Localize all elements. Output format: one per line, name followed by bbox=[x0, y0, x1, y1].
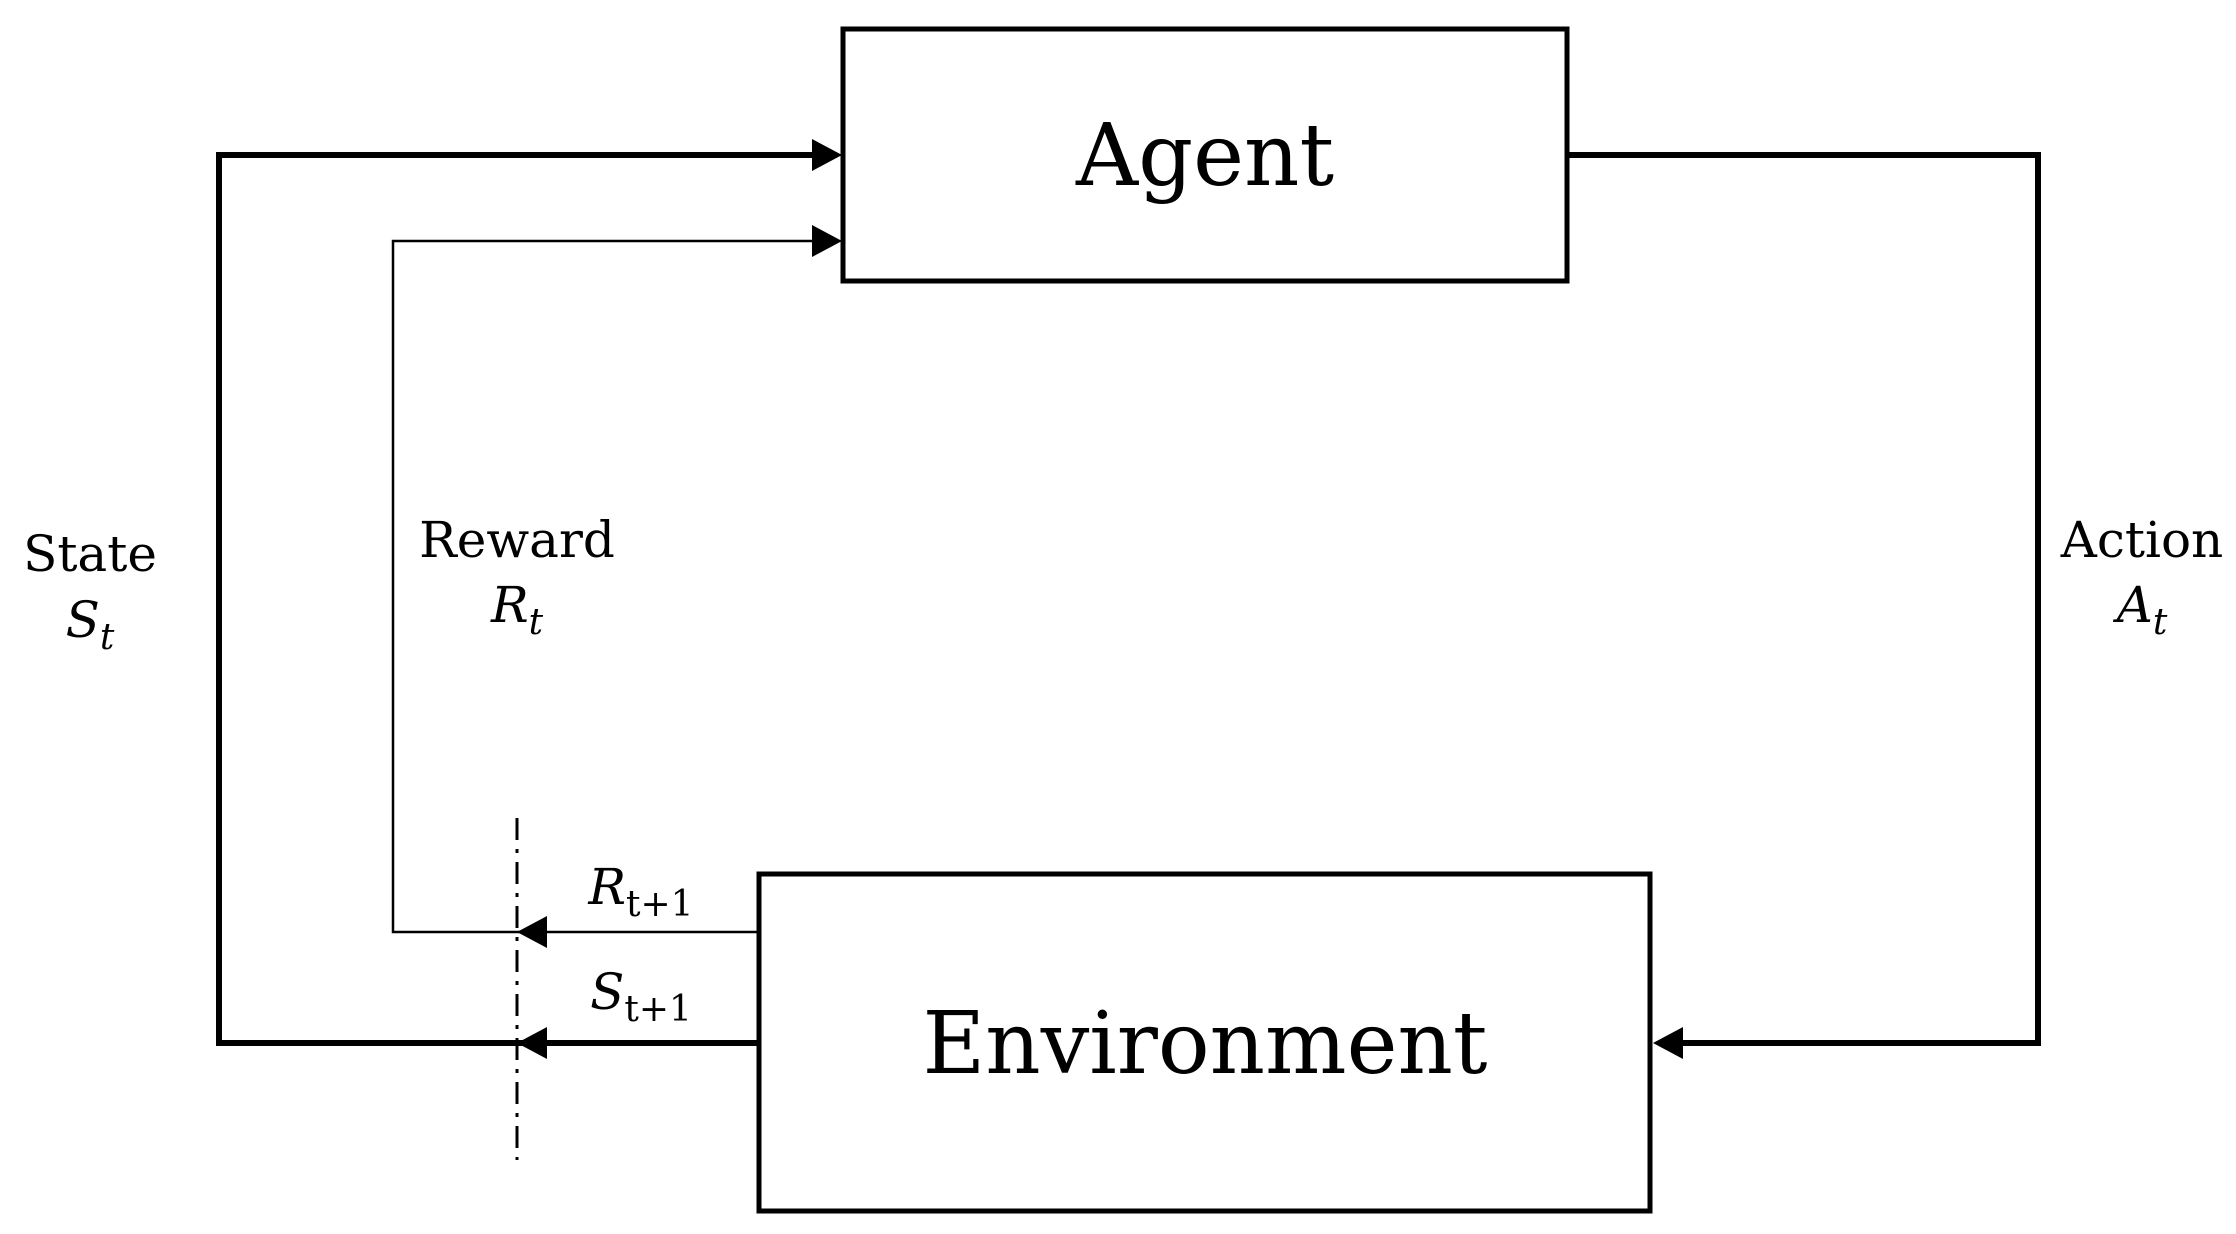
reward-symbol: Rt bbox=[490, 576, 544, 643]
reward-arrowhead bbox=[812, 225, 842, 257]
state-arrowhead bbox=[812, 139, 842, 171]
state-line bbox=[216, 152, 815, 1046]
agent-label: Agent bbox=[1075, 106, 1334, 206]
action-edge bbox=[1567, 152, 2041, 1059]
reward-edge bbox=[391, 225, 842, 948]
action-label: Action bbox=[2060, 511, 2224, 569]
environment-label: Environment bbox=[923, 994, 1488, 1094]
environment-box bbox=[756, 871, 1653, 1214]
reward-line bbox=[391, 239, 815, 934]
state-symbol: St bbox=[66, 591, 115, 658]
state-edge bbox=[216, 139, 842, 1059]
reward-label: Reward bbox=[419, 511, 615, 569]
action-annotation: Action At bbox=[2060, 511, 2224, 643]
agent-box bbox=[840, 26, 1570, 284]
reward-annotation: Reward Rt bbox=[419, 511, 615, 643]
state-annotation: State St bbox=[23, 525, 157, 658]
agent-node: Agent bbox=[840, 26, 1570, 284]
action-line bbox=[1567, 152, 2041, 1046]
next-reward-symbol: Rt+1 bbox=[587, 858, 693, 925]
next-state-arrowhead bbox=[517, 1027, 547, 1059]
action-symbol: At bbox=[2113, 576, 2168, 643]
state-label: State bbox=[23, 525, 157, 583]
next-reward-arrowhead bbox=[517, 916, 547, 948]
action-arrowhead bbox=[1653, 1027, 1683, 1059]
next-state-symbol: St+1 bbox=[590, 963, 692, 1030]
environment-node: Environment bbox=[756, 871, 1653, 1214]
